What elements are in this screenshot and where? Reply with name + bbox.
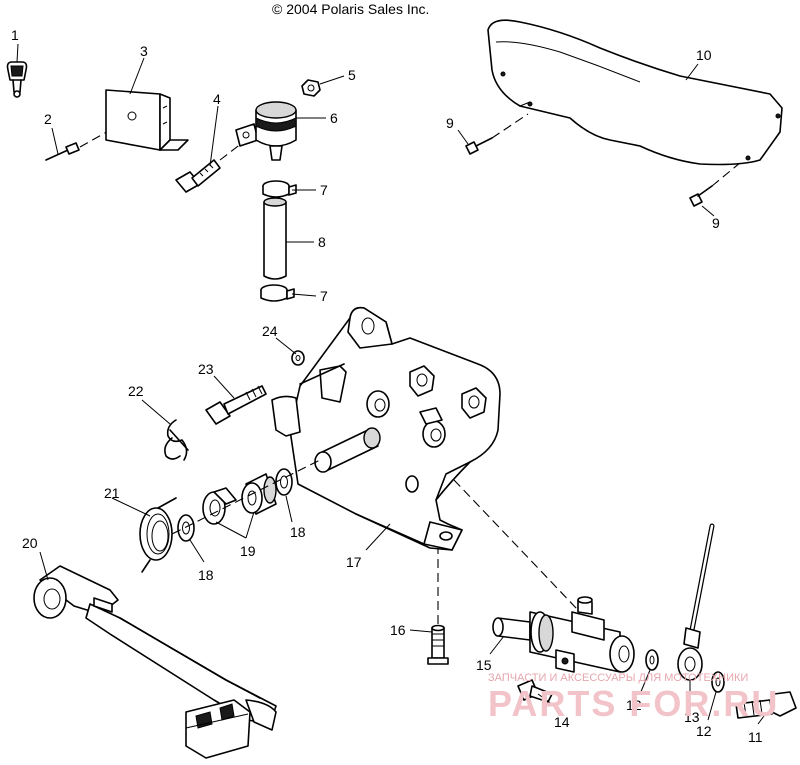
- watermark: ЗАПЧАСТИ И АКСЕССУАРЫ ДЛЯ МОТОТЕХНИКИ PA…: [488, 672, 779, 724]
- part-3-bracket: [105, 89, 189, 151]
- part-12-washer-left: [645, 649, 659, 671]
- callout-8: 8: [318, 234, 326, 250]
- copyright-text: © 2004 Polaris Sales Inc.: [272, 1, 429, 17]
- part-1-clip: [6, 61, 28, 98]
- callout-labels: 1 2 3 4 5 6 7 7 8 9 9 10 11 12 12 13 14 …: [11, 27, 763, 745]
- callout-1: 1: [11, 27, 19, 43]
- callout-6: 6: [330, 110, 338, 126]
- callout-9-lower: 9: [712, 215, 720, 231]
- callout-17: 17: [346, 554, 362, 570]
- part-7-clamp-upper: [262, 180, 297, 198]
- callout-16: 16: [390, 622, 406, 638]
- watermark-brand: PARTS FOR.RU: [488, 683, 779, 724]
- part-24-washer: [291, 350, 305, 366]
- callout-12-right: 12: [696, 723, 712, 739]
- part-18-washer-right: [275, 468, 293, 496]
- part-21-return-spring: [139, 497, 177, 573]
- callout-11: 11: [748, 729, 763, 745]
- part-19-bushing-flange: [202, 487, 237, 525]
- part-10-guard: [487, 19, 783, 166]
- callout-2: 2: [44, 111, 52, 127]
- callout-18-left: 18: [198, 567, 214, 583]
- callout-5: 5: [348, 67, 356, 83]
- callout-4: 4: [213, 91, 221, 107]
- part-19-bushing-sleeve: [241, 473, 277, 515]
- callout-13: 13: [684, 709, 700, 725]
- callout-15: 15: [476, 657, 492, 673]
- callout-22: 22: [128, 383, 144, 399]
- part-15-master-cylinder: [492, 596, 635, 673]
- part-11-banjo-bolt: [735, 691, 797, 719]
- callout-14: 14: [554, 714, 570, 730]
- part-6-reservoir: [235, 101, 297, 161]
- callout-9-upper: 9: [446, 115, 454, 131]
- leader-lines: [16, 43, 765, 725]
- part-20-brake-pedal: [33, 565, 277, 759]
- callout-7-upper: 7: [320, 182, 328, 198]
- callout-12-left: 12: [626, 697, 642, 713]
- part-13-brake-line: [677, 523, 715, 681]
- callout-7-lower: 7: [320, 288, 328, 304]
- callout-20: 20: [22, 535, 38, 551]
- part-5-nut: [301, 79, 321, 97]
- watermark-tagline: ЗАПЧАСТИ И АКСЕССУАРЫ ДЛЯ МОТОТЕХНИКИ: [488, 672, 748, 684]
- part-9-screw-upper: [465, 113, 529, 155]
- assembly-line: [453, 479, 579, 611]
- part-12-washer-right: [711, 671, 725, 693]
- part-4-bolt: [175, 139, 247, 193]
- part-18-washer-left: [177, 514, 195, 542]
- callout-18-right: 18: [290, 524, 306, 540]
- pivot-shaft: [314, 427, 381, 473]
- part-8-hose: [263, 197, 287, 280]
- callout-10: 10: [696, 47, 712, 63]
- callout-3: 3: [140, 43, 148, 59]
- part-14-bolt: [517, 679, 553, 703]
- callout-19: 19: [240, 543, 256, 559]
- pivot-axis-line: [159, 459, 321, 541]
- part-22-cotter-pin: [164, 419, 189, 461]
- part-16-bolt: [427, 540, 449, 665]
- part-17-bracket-plate: [271, 306, 501, 551]
- callout-24: 24: [262, 323, 278, 339]
- part-7-clamp-lower: [260, 284, 295, 302]
- part-23-pivot-bolt: [205, 385, 267, 425]
- part-9-screw-lower: [689, 157, 747, 207]
- callout-23: 23: [198, 361, 214, 377]
- callout-21: 21: [104, 485, 120, 501]
